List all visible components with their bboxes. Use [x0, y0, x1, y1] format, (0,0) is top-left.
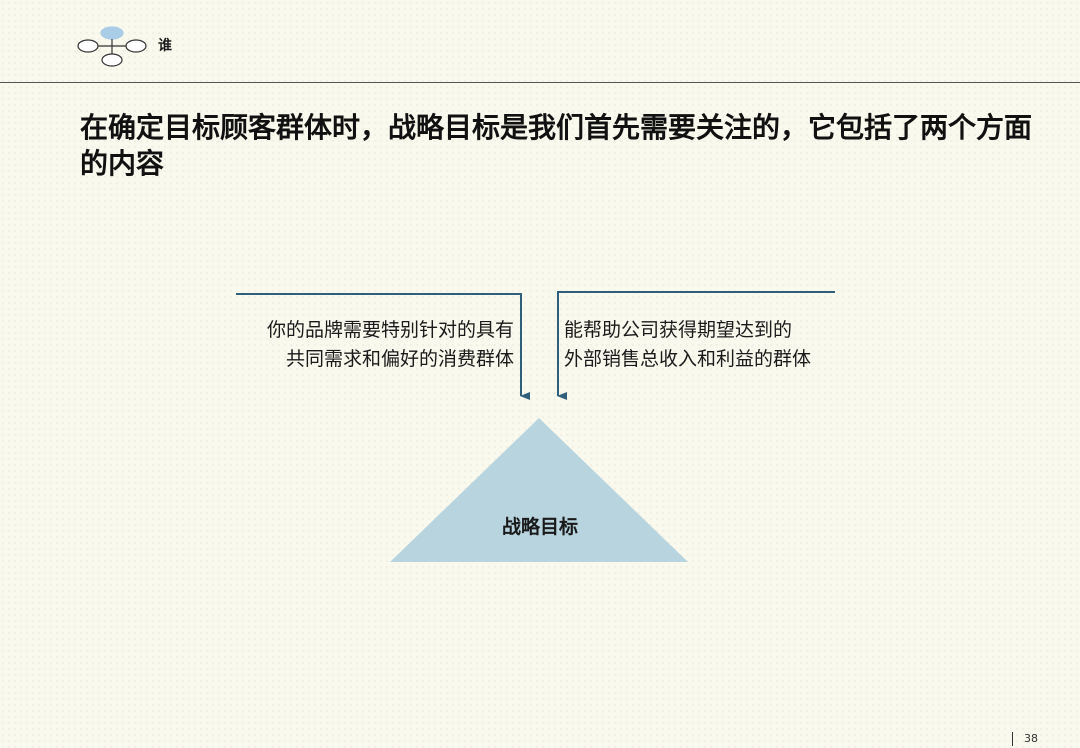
right-bracket-arrow: [557, 291, 835, 400]
triangle-label: 战略目标: [501, 516, 578, 538]
section-tag: 谁: [158, 38, 172, 54]
slide-header: 谁: [0, 0, 1080, 84]
left-description: 你的品牌需要特别针对的具有 共同需求和偏好的消费群体: [236, 316, 514, 374]
right-description-line-1: 能帮助公司获得期望达到的: [564, 319, 793, 341]
right-description: 能帮助公司获得期望达到的 外部销售总收入和利益的群体: [564, 316, 844, 374]
nodes-logo-icon: [77, 26, 147, 67]
left-description-line-2: 共同需求和偏好的消费群体: [285, 348, 514, 370]
slide-headline: 在确定目标顾客群体时，战略目标是我们首先需要关注的，它包括了两个方面的内容: [80, 111, 1033, 180]
footer-divider: [1012, 732, 1013, 746]
right-description-line-2: 外部销售总收入和利益的群体: [564, 348, 812, 370]
header-divider: [0, 82, 1080, 83]
left-description-line-1: 你的品牌需要特别针对的具有: [266, 319, 514, 341]
left-bracket-arrow: [236, 293, 530, 400]
page-number: 38: [1024, 732, 1038, 745]
strategy-triangle: [390, 418, 688, 562]
